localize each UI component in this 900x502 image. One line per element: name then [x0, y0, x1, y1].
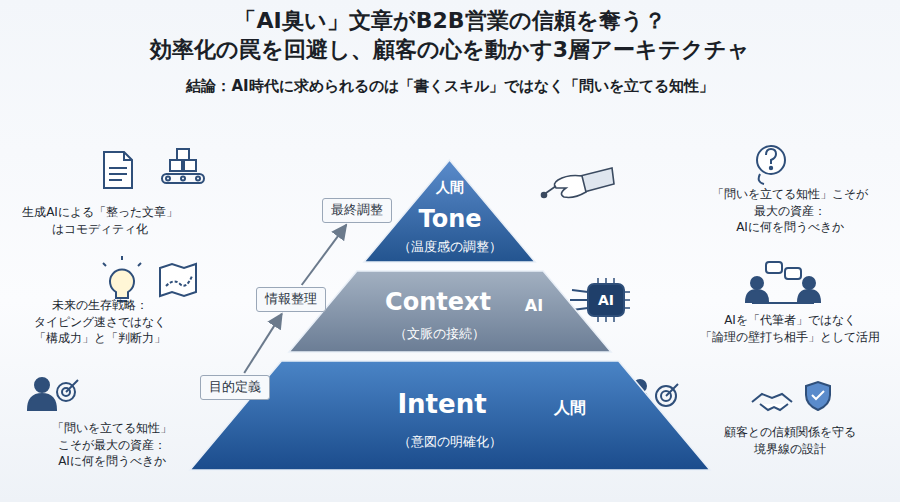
- layer-label: Context: [385, 289, 491, 315]
- handshake-shield-icon: [752, 382, 830, 410]
- callout-text: 顧客との信頼関係を守る 境界線の設計: [692, 424, 888, 457]
- hand-icon: [554, 176, 586, 198]
- ai-chip-icon: [572, 290, 588, 292]
- conveyor-icon: [166, 177, 170, 181]
- question-icon: [770, 167, 772, 169]
- question-icon: [759, 174, 764, 184]
- question-icon: [757, 146, 785, 174]
- question-icon: [766, 149, 776, 164]
- layer-text: 人間: [554, 399, 586, 417]
- chip-label: AI: [588, 291, 624, 310]
- lightbulb-icon: [138, 263, 141, 266]
- flow-arrow: [302, 225, 347, 285]
- conveyor-icon: [181, 177, 185, 181]
- lightbulb-icon: [103, 263, 106, 266]
- chat-people-icon: [751, 277, 763, 289]
- callout-text: AIを「代筆者」ではなく 「論理の壁打ち相手」として活用: [692, 312, 888, 345]
- document-icon: [104, 152, 132, 188]
- flow-arrow: [244, 314, 282, 373]
- handshake-shield-icon: [760, 404, 788, 410]
- conveyor-icon: [177, 149, 189, 160]
- layer-text: Tone: [418, 206, 481, 232]
- conveyor-icon: [184, 160, 196, 171]
- person-target-icon: [35, 378, 49, 392]
- chat-people-icon: [746, 262, 820, 303]
- document-icon: [124, 152, 132, 160]
- document-icon: [109, 167, 127, 169]
- person-target-icon: [28, 394, 56, 410]
- handshake-shield-icon: [806, 382, 830, 410]
- conveyor-icon: [196, 177, 200, 181]
- callout-text: 「問いを立てる知性」こそが 最大の資産： AIに何を問うべきか: [692, 186, 888, 236]
- conclusion: 結論：AI時代に求められるのは「書くスキル」ではなく「問いを立てる知性」: [10, 76, 890, 97]
- chat-people-icon: [803, 277, 815, 289]
- intent-layer-fill: [190, 361, 710, 470]
- hand-icon: [542, 193, 547, 198]
- conveyor-icon: [162, 174, 204, 183]
- handshake-shield-icon: [752, 394, 792, 402]
- step-box: 最終調整: [322, 198, 392, 223]
- question-icon: [757, 146, 785, 184]
- chat-people-icon: [766, 262, 782, 273]
- person-target-icon: [28, 378, 78, 410]
- title: 「AI臭い」文章がB2B営業の信頼を奪う？ 効率化の罠を回避し、顧客の心を動かす…: [10, 6, 890, 64]
- layer-label: Intent: [397, 390, 486, 419]
- lightbulb-icon: [110, 270, 134, 298]
- callout-text: 生成AIによる「整った文章」 はコモディティ化: [10, 204, 190, 237]
- layer-label: 人間: [436, 180, 464, 195]
- callout-text: 「問いを立てる知性」 こそが最大の資産： AIに何を問うべきか: [24, 420, 200, 470]
- chat-people-icon: [798, 290, 820, 302]
- hand-icon: [542, 168, 615, 198]
- chat-people-icon: [752, 302, 814, 304]
- conveyor-icon: [170, 160, 182, 171]
- context-layer-fill: [289, 271, 611, 352]
- conveyor-icon: [162, 149, 204, 183]
- layer-text: （文脈の接続）: [394, 327, 485, 341]
- chat-people-icon: [746, 290, 768, 302]
- handshake-shield-icon: [812, 391, 824, 399]
- context-layer: Context AI （文脈の接続）: [289, 271, 611, 352]
- step-label: 情報整理: [265, 291, 317, 308]
- map-icon: [160, 264, 196, 296]
- layer-text: （意図の明確化）: [398, 435, 502, 449]
- document-icon: [104, 152, 132, 188]
- document-icon: [109, 173, 127, 175]
- map-icon: [160, 264, 196, 296]
- layer-text: AI: [525, 297, 543, 315]
- hand-icon: [546, 186, 556, 193]
- map-icon: [166, 276, 192, 286]
- layer-text: （温度感の調整）: [398, 240, 502, 254]
- document-icon: [109, 179, 122, 181]
- ai-chip-icon: [588, 284, 624, 316]
- chat-people-icon: [785, 268, 801, 279]
- step-box: 目的定義: [200, 375, 270, 400]
- person-target-icon: [66, 380, 78, 392]
- step-box: 情報整理: [256, 287, 326, 312]
- lightbulb-icon: [103, 256, 141, 301]
- callout-text: 未来の生存戦略： タイピング速さではなく 「構成力」と「判断力」: [10, 297, 190, 347]
- step-label: 最終調整: [331, 202, 383, 219]
- ai-chip-icon: [570, 299, 588, 301]
- lightbulb-icon: [121, 256, 123, 260]
- person-target-icon: [666, 384, 678, 396]
- step-label: 目的定義: [209, 379, 261, 396]
